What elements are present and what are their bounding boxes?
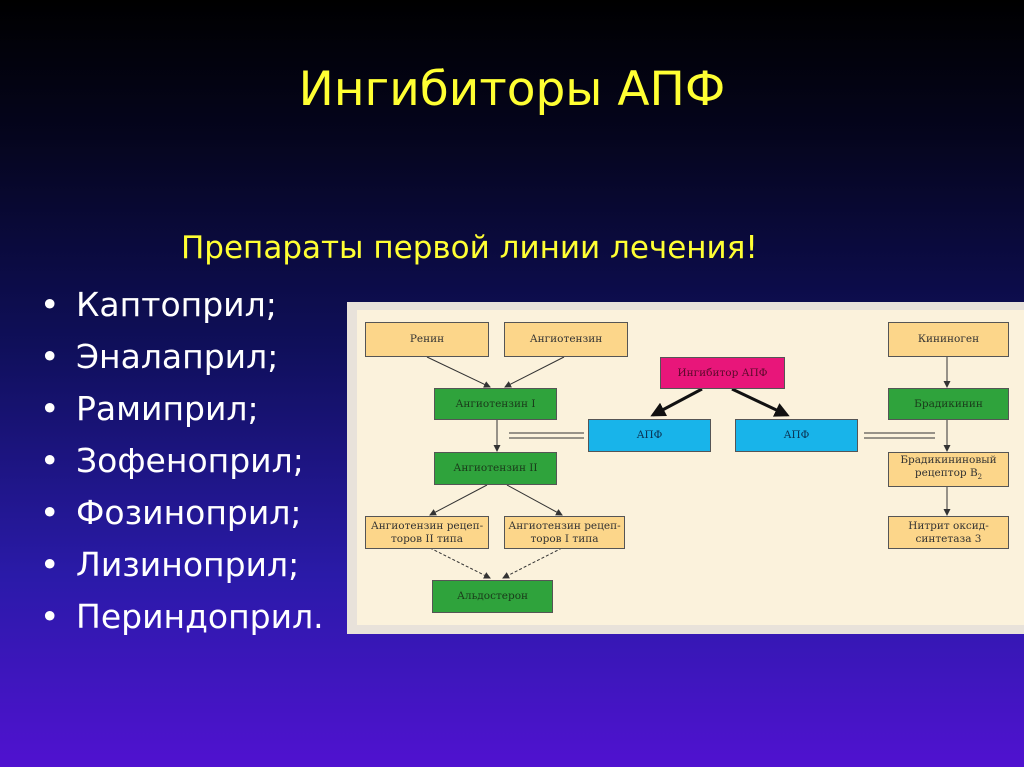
bullet-icon: • bbox=[40, 545, 60, 584]
renin-box: Ренин bbox=[365, 322, 489, 357]
ace-inhibitor-box: Ингибитор АПФ bbox=[660, 357, 785, 389]
drug-item: • Рамиприл; bbox=[40, 383, 324, 435]
drug-name: Фозиноприл; bbox=[76, 493, 302, 532]
bullet-icon: • bbox=[40, 441, 60, 480]
drug-item: • Фозиноприл; bbox=[40, 487, 324, 539]
arrow-renin bbox=[426, 356, 491, 388]
angiotensin1-box: Ангиотензин I bbox=[434, 388, 557, 420]
raas-diagram: Ренин Ангиотензин Ингибитор АПФ Кининоге… bbox=[357, 310, 1024, 625]
bullet-icon: • bbox=[40, 389, 60, 428]
diagram-arrows bbox=[426, 356, 951, 579]
bullet-icon: • bbox=[40, 285, 60, 324]
angiotensinogen-box: Ангиотензин bbox=[504, 322, 628, 357]
arrow-ang2-r1 bbox=[506, 484, 563, 516]
aldosterone-box: Альдостерон bbox=[432, 580, 553, 613]
arrow-inhibitor-ace-left bbox=[650, 387, 703, 417]
slide-subtitle: Препараты первой линии лечения! bbox=[181, 230, 758, 266]
slide-title: Ингибиторы АПФ bbox=[298, 62, 726, 117]
bradykinin-box: Брадикинин bbox=[888, 388, 1009, 420]
bullet-icon: • bbox=[40, 597, 60, 636]
drug-item: • Периндоприл. bbox=[40, 591, 324, 643]
arrow-r2-aldosterone bbox=[429, 547, 491, 579]
nos-box: Нитрит оксид-синтетаза 3 bbox=[888, 516, 1009, 549]
drug-item: • Эналаприл; bbox=[40, 331, 324, 383]
drug-item: • Зофеноприл; bbox=[40, 435, 324, 487]
drug-name: Периндоприл. bbox=[76, 597, 324, 636]
diagram-frame: Ренин Ангиотензин Ингибитор АПФ Кининоге… bbox=[347, 302, 1024, 634]
arrow-inhibitor-ace-right bbox=[731, 387, 790, 417]
arrow-r1-aldosterone bbox=[502, 547, 563, 579]
drug-item: • Лизиноприл; bbox=[40, 539, 324, 591]
ace-box-right: АПФ bbox=[735, 419, 858, 452]
bullet-icon: • bbox=[40, 493, 60, 532]
ace-box-left: АПФ bbox=[588, 419, 711, 452]
bullet-icon: • bbox=[40, 337, 60, 376]
drug-name: Каптоприл; bbox=[76, 285, 277, 324]
angiotensin2-box: Ангиотензин II bbox=[434, 452, 557, 485]
arrow-ang2-r2 bbox=[429, 484, 488, 516]
drug-name: Эналаприл; bbox=[76, 337, 279, 376]
drug-list: • Каптоприл; • Эналаприл; • Рамиприл; • Зофе… bbox=[40, 279, 324, 643]
at2-receptor-box: Ангиотензин рецеп-торов II типа bbox=[365, 516, 489, 549]
at1-receptor-box: Ангиотензин рецеп-торов I типа bbox=[504, 516, 625, 549]
drug-item: • Каптоприл; bbox=[40, 279, 324, 331]
drug-name: Лизиноприл; bbox=[76, 545, 300, 584]
drug-name: Рамиприл; bbox=[76, 389, 259, 428]
kininogen-box: Кининоген bbox=[888, 322, 1009, 357]
drug-name: Зофеноприл; bbox=[76, 441, 304, 480]
arrow-angiotensinogen bbox=[504, 356, 565, 388]
